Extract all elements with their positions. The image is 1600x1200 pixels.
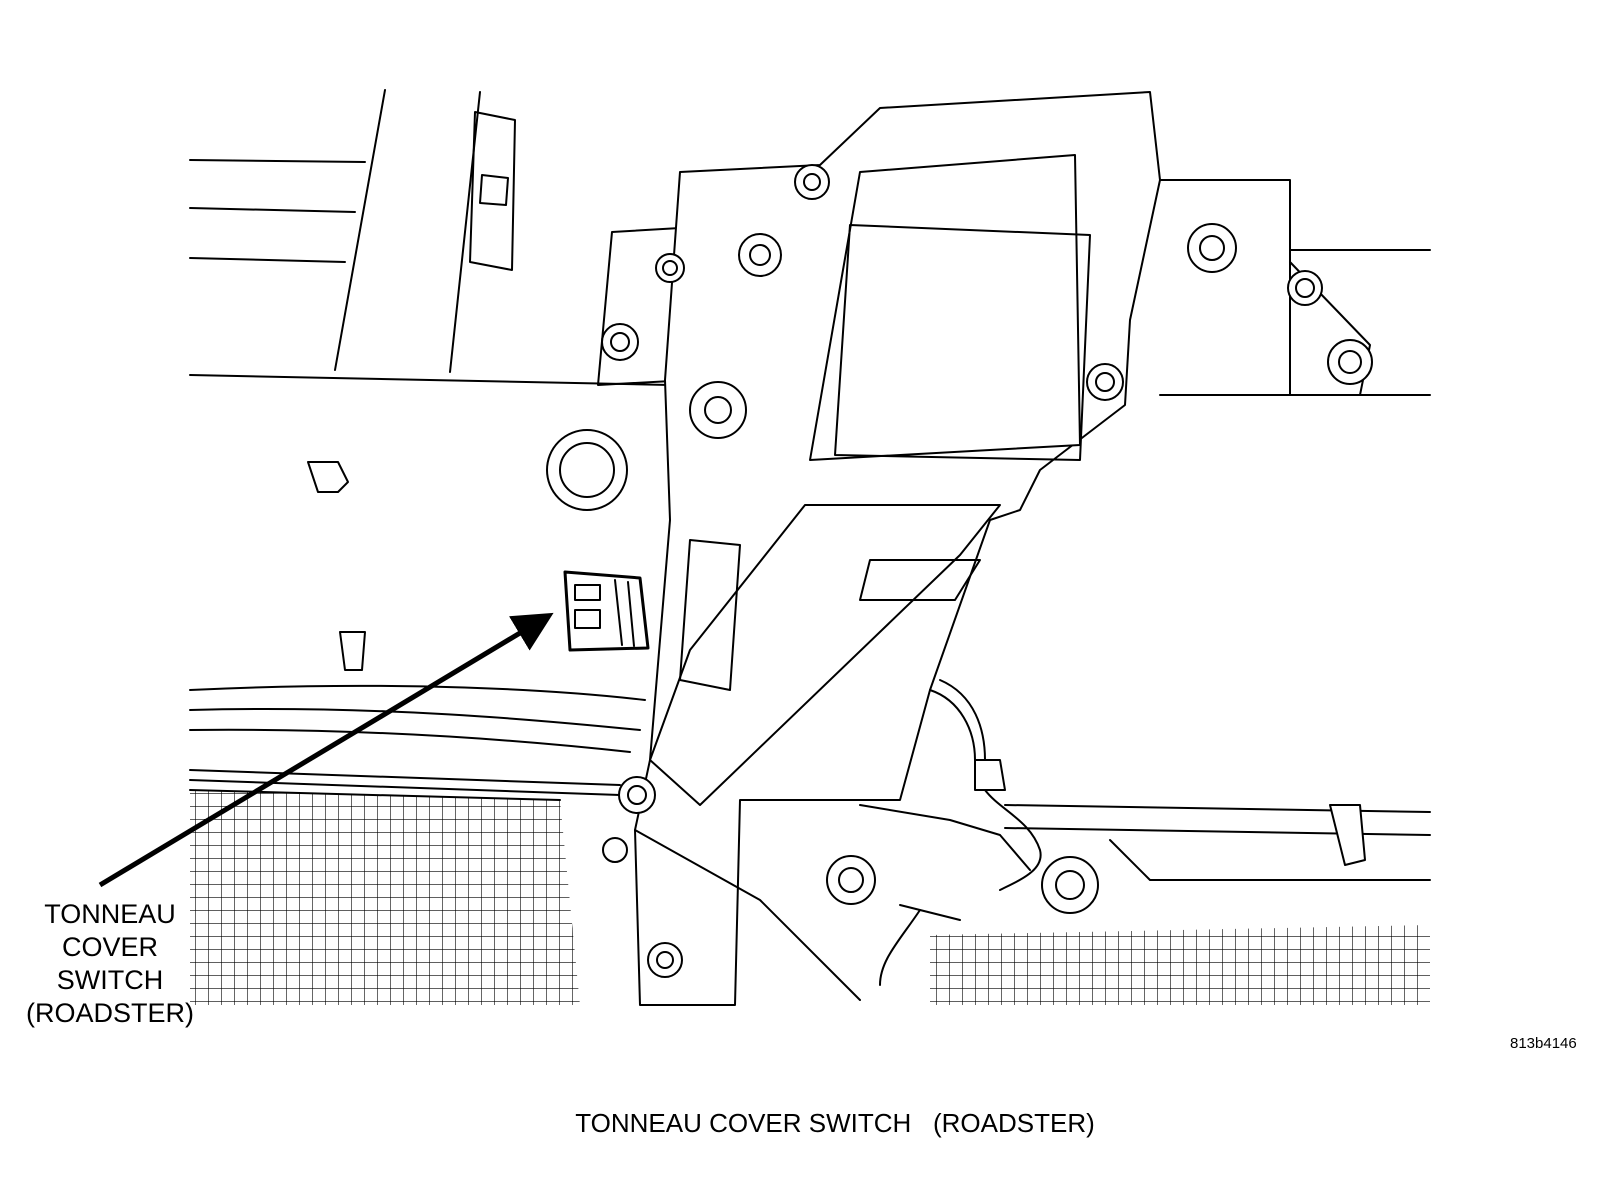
callout-arrow (98, 612, 554, 888)
mounting-bolts (307, 164, 1373, 978)
mesh-panel (189, 789, 1430, 1005)
callout-line-1: TONNEAU (44, 899, 176, 929)
figure-caption: TONNEAU COVER SWITCH (ROADSTER) (575, 1108, 1095, 1138)
callout-label: TONNEAU COVER SWITCH (ROADSTER) (12, 898, 208, 1030)
tonneau-cover-switch-connector (563, 570, 650, 652)
wiring-harness (879, 679, 1366, 986)
switch-bracket (634, 91, 1161, 1006)
body-panels (189, 89, 1431, 881)
callout-line-4: (ROADSTER) (26, 998, 194, 1028)
figure-id: 813b4146 (1510, 1035, 1577, 1052)
callout-line-2: COVER (61, 932, 159, 962)
callout-line-3: SWITCH (56, 965, 164, 995)
